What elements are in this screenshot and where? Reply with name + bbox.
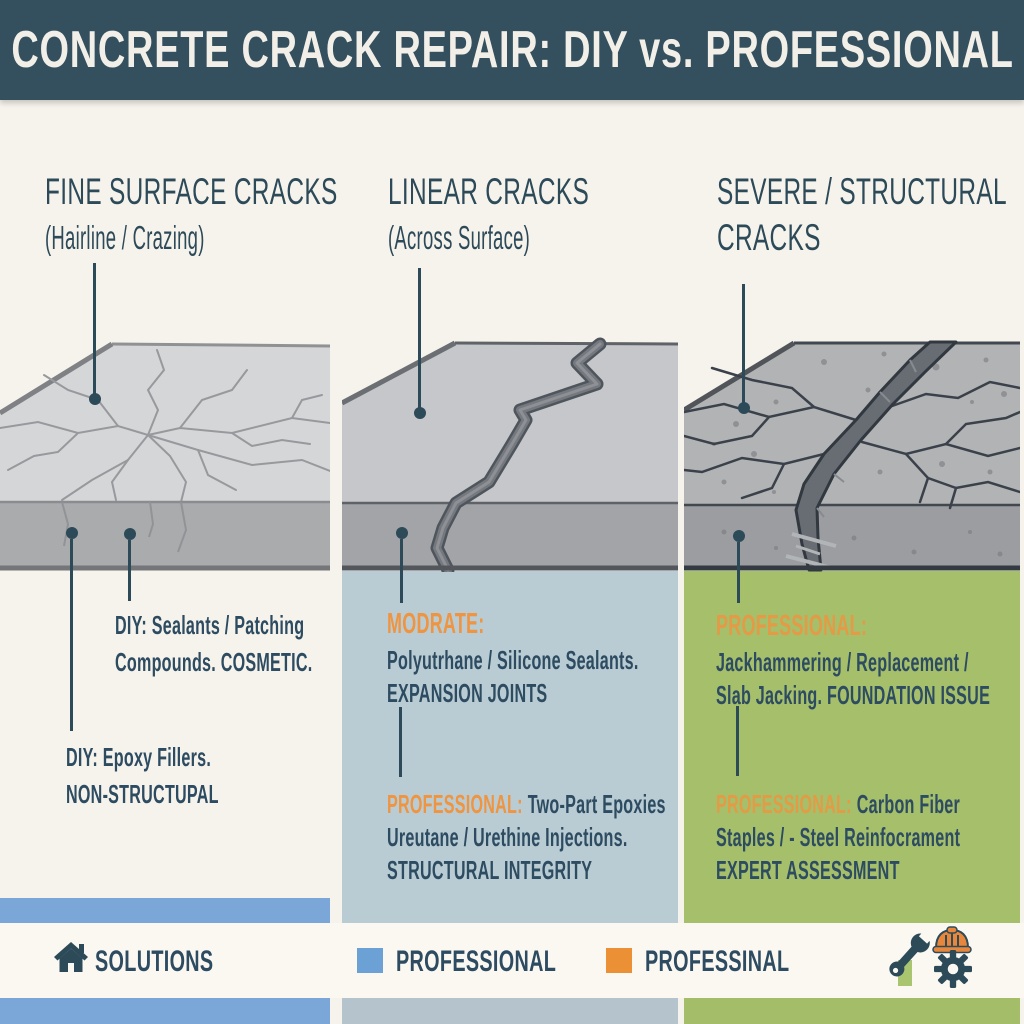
footer-bar-green-bottom [684,998,1020,1024]
note-diy-sealants: DIY: Sealants / Patching Compounds. COSM… [115,609,434,683]
slab-top-surface [342,343,678,503]
callout-dot [89,393,101,405]
callout-line [400,539,403,603]
callout-line [399,707,402,777]
note-line: DIY: Epoxy Fillers. [66,742,212,772]
note-label: PROFESSIONAL: [387,789,523,819]
hairline-crack-lines [0,349,330,503]
callout-line [128,540,131,601]
slab-linear-crack-illustration [342,337,678,572]
note-label: MODRATE: [387,608,485,640]
slab-side-face [342,503,678,566]
callout-line [93,263,96,399]
callout-dot [124,528,136,540]
note-line: Slab Jacking. FOUNDATION ISSUE [716,680,991,710]
note-line: NON-STRUCTUPAL [66,779,219,809]
slab-edge [342,340,457,406]
heading-fine-surface-cracks: FINE SURFACE CRACKS (Hairline / Crazing) [45,173,488,264]
aggregate-speckles [712,351,1007,494]
legend-swatch-blue [357,948,383,973]
home-icon [54,942,88,972]
legend-solutions: SOLUTIONS [95,945,275,979]
footer-bar-blue-top [0,898,330,923]
heading-line: LINEAR CRACKS [388,171,590,212]
note-professional-carbon-fiber: PROFESSIONAL:Carbon Fiber Staples / - St… [716,788,1024,887]
note-line: Two-Part Epoxies [527,789,666,819]
heading-line: SEVERE / STRUCTURAL [717,171,1007,212]
note-line: Staples / - Steel Reinfocrament [716,822,961,852]
legend-label: PROFESSINAL [645,945,790,978]
note-line: Polyutrhane / Silicone Sealants. [387,645,639,675]
chasm-striations [816,359,917,518]
slab-top-surface [0,344,330,502]
callout-dot [414,407,426,419]
linear-crack [430,337,607,572]
subheading-line: (Hairline / Crazing) [45,219,205,256]
note-line: EXPERT ASSESSMENT [716,855,900,885]
note-line: Jackhammering / Replacement / [716,647,969,677]
note-professional-epoxies: PROFESSIONAL:Two-Part Epoxies Ureutane /… [387,788,837,887]
callout-line [70,539,73,731]
severe-cracks-panel [684,571,1020,923]
callout-dot [733,530,745,542]
callout-line [736,706,739,776]
tools-icon-cluster [885,924,995,996]
note-line: DIY: Sealants / Patching [115,610,305,640]
legend-swatch-orange [606,948,632,973]
callout-line [418,268,421,413]
note-moderate: MODRATE: Polyutrhane / Silicone Sealants… [387,608,793,710]
slab-severe-crack-illustration [684,340,1020,572]
heading-linear-cracks: LINEAR CRACKS (Across Surface) [388,173,693,264]
note-label: PROFESSIONAL: [716,789,852,819]
footer-bar-blue-bottom [0,998,330,1024]
legend-professinal: PROFESSINAL [645,945,864,979]
page-title: CONCRETE CRACK REPAIR: DIY vs. PROFESSIO… [10,21,1014,79]
legend-label: SOLUTIONS [95,945,214,978]
side-crack-lines [61,501,188,553]
note-line: Ureutane / Urethine Injections. [387,822,628,852]
side-speckles [721,529,1003,557]
slab-side-face [0,502,330,566]
footer-bar-grayblue-bottom [342,998,678,1024]
note-line: Compounds. COSMETIC. [115,647,313,677]
callout-dot [66,527,78,539]
linear-cracks-panel [342,571,678,923]
heading-severe-structural-cracks: SEVERE / STRUCTURAL CRACKS [717,173,1024,265]
note-line: STRUCTURAL INTEGRITY [387,855,593,885]
note-line: EXPANSION JOINTS [387,678,548,708]
wrench-icon [889,928,931,977]
header-banner: CONCRETE CRACK REPAIR: DIY vs. PROFESSIO… [0,0,1024,100]
callout-line [742,284,745,409]
note-label: PROFESSIONAL: [716,610,868,642]
branch-crack-lines [684,366,1020,510]
callout-line [737,542,740,603]
callout-dot [396,527,408,539]
slab-hairline-cracks-illustration [0,341,330,571]
legend-professional: PROFESSIONAL [396,945,639,979]
footer-strip [0,923,1024,998]
subheading-line: (Across Surface) [388,219,531,256]
heading-line: FINE SURFACE CRACKS [45,171,338,212]
legend-label: PROFESSIONAL [396,945,557,978]
note-line: Carbon Fiber [856,789,961,819]
note-diy-epoxy: DIY: Epoxy Fillers. NON-STRUCTUPAL [66,741,312,815]
gear-icon [934,950,972,988]
heading-line: CRACKS [717,217,821,258]
callout-dot [738,402,750,414]
note-professional-jackhammering: PROFESSIONAL: Jackhammering / Replacemen… [716,610,1024,712]
